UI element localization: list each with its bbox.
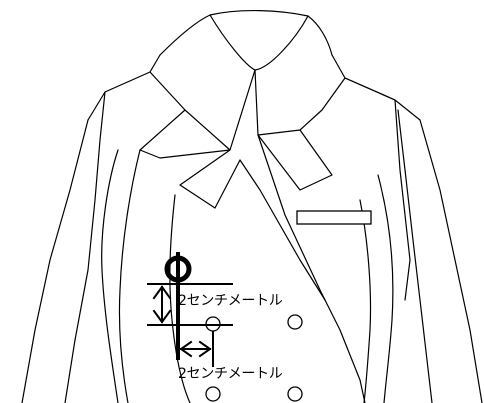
- right-armhole: [377, 174, 394, 403]
- collar-back: [159, 10, 333, 56]
- right-side-seam: [359, 199, 372, 403]
- left-princess-seam: [169, 194, 191, 403]
- left-side-seam: [118, 149, 141, 403]
- breast-pocket: [296, 210, 372, 225]
- right-shoulder: [344, 77, 421, 121]
- vertical-dim-arrowhead-bottom: [152, 309, 172, 324]
- left-lapel-edge: [239, 159, 326, 301]
- button-top-right: [287, 314, 303, 330]
- right-lapel: [344, 77, 411, 301]
- right-lapel-notch: [257, 129, 333, 191]
- left-shoulder: [87, 71, 151, 121]
- left-armhole: [101, 149, 119, 403]
- position-marker: [164, 252, 192, 360]
- left-collar: [149, 54, 256, 151]
- front-overlap-edge: [257, 134, 366, 403]
- right-sleeve-inner: [397, 109, 433, 403]
- horizontal-dim-arrowhead-right: [198, 340, 212, 358]
- neckline-inner: [209, 14, 309, 71]
- horizontal-dim-arrowhead-left: [179, 340, 193, 358]
- left-lapel: [139, 109, 241, 209]
- button-bottom-left: [205, 386, 221, 402]
- left-sleeve-inner: [64, 91, 106, 403]
- right-collar: [254, 54, 346, 136]
- button-bottom-right: [287, 386, 303, 402]
- vertical-dimension-label: 2センチメートル: [178, 293, 283, 309]
- vertical-dim-arrowhead-top: [152, 285, 172, 300]
- left-sleeve-outer: [21, 119, 89, 403]
- horizontal-dimension-label: 2センチメートル: [178, 366, 283, 382]
- right-sleeve-outer: [419, 119, 483, 403]
